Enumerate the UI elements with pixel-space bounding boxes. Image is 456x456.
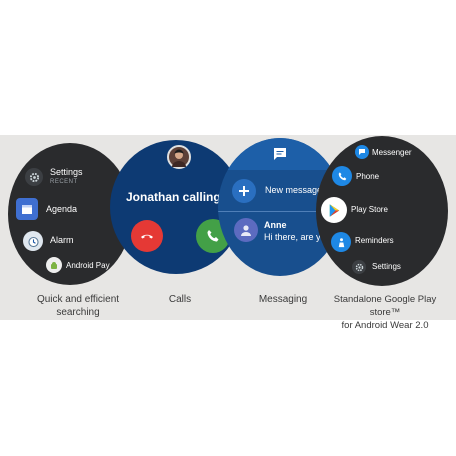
alarm-clock-icon[interactable] xyxy=(23,231,43,251)
calendar-icon[interactable] xyxy=(16,198,38,220)
caller-text: Jonathan calling wa xyxy=(126,190,241,204)
caption-calls: Calls xyxy=(150,293,210,306)
caption-store-line2: for Android Wear 2.0 xyxy=(341,320,429,331)
alarm-label[interactable]: Alarm xyxy=(50,235,74,245)
play-store-icon[interactable] xyxy=(321,197,347,223)
caption-store-line1: Standalone Google Play store™ xyxy=(333,294,437,318)
messenger-icon[interactable] xyxy=(355,145,369,159)
new-message-button[interactable] xyxy=(232,179,256,203)
agenda-label[interactable]: Agenda xyxy=(46,204,78,214)
plus-icon xyxy=(239,186,249,196)
caption-calls-line1: Calls xyxy=(168,294,192,305)
contact-avatar[interactable] xyxy=(234,218,258,242)
messenger-label[interactable]: Messenger xyxy=(372,148,412,157)
decline-call-button[interactable] xyxy=(131,220,163,252)
play-store-label[interactable]: Play Store xyxy=(351,205,388,214)
message-icon xyxy=(271,146,289,162)
caption-search-line1: Quick and efficient xyxy=(36,294,120,305)
caller-avatar xyxy=(167,145,191,169)
watch-store: Messenger Phone Play Store Reminders Set… xyxy=(316,136,448,286)
new-message-label[interactable]: New message xyxy=(265,185,323,195)
settings-label[interactable]: Settings xyxy=(50,167,83,177)
android-pay-label[interactable]: Android Pay xyxy=(66,261,110,270)
caption-search: Quick and efficient searching xyxy=(24,293,132,319)
reminders-icon[interactable] xyxy=(331,232,351,252)
caption-store: Standalone Google Play store™ for Androi… xyxy=(318,293,452,332)
phone-icon[interactable] xyxy=(332,166,352,186)
android-pay-icon[interactable] xyxy=(46,257,62,273)
gear-icon[interactable] xyxy=(352,260,366,274)
messaging-divider xyxy=(218,211,342,212)
contact-preview[interactable]: Hi there, are yo xyxy=(264,232,326,242)
caption-messaging: Messaging xyxy=(248,293,318,306)
gear-icon[interactable] xyxy=(25,168,43,186)
recent-label: RECENT xyxy=(50,179,78,185)
caption-messaging-line1: Messaging xyxy=(258,294,308,305)
caption-search-line2: searching xyxy=(56,307,100,318)
reminders-label[interactable]: Reminders xyxy=(355,236,394,245)
phone-label[interactable]: Phone xyxy=(356,172,380,181)
decline-call-icon xyxy=(141,234,153,239)
answer-call-icon xyxy=(207,230,219,242)
contact-name[interactable]: Anne xyxy=(264,220,287,230)
settings-label[interactable]: Settings xyxy=(372,262,401,271)
